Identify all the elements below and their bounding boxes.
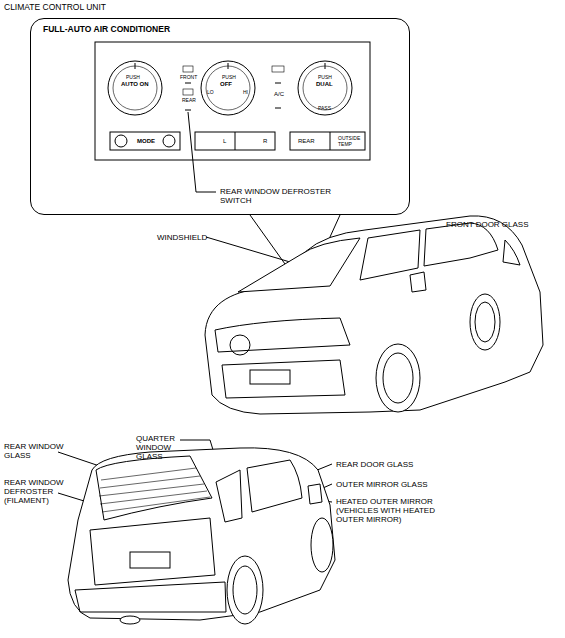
panel-marking: AUTO ON <box>121 81 149 88</box>
button <box>163 135 175 147</box>
panel-marking: PASS <box>318 105 331 111</box>
button <box>195 132 275 150</box>
defroster-filament <box>99 468 210 512</box>
panel-marking: HI <box>243 89 248 95</box>
dial-mark <box>325 63 326 69</box>
button <box>115 135 127 147</box>
part-label: FRONT DOOR GLASS <box>446 220 529 229</box>
indicator <box>275 108 281 109</box>
panel-marking: PUSH <box>222 74 236 80</box>
part-label: REAR WINDOW DEFROSTER SWITCH <box>220 187 332 205</box>
dial-mark <box>228 63 229 69</box>
control-panel <box>95 42 370 160</box>
dial <box>113 66 157 110</box>
part-label: QUARTER WINDOW GLASS <box>136 434 182 461</box>
windshield-glass <box>238 238 360 292</box>
rear-door-glass <box>424 223 498 266</box>
switch <box>272 66 284 72</box>
rear-vehicle <box>68 448 335 624</box>
panel-marking: OUTSIDE TEMP <box>338 135 364 147</box>
indicator <box>185 110 191 111</box>
part-label: REAR DOOR GLASS <box>336 460 413 469</box>
button <box>110 132 180 150</box>
quarter-window-glass <box>216 470 242 522</box>
dial <box>298 61 352 115</box>
outer-mirror <box>308 484 322 504</box>
outer-mirror <box>410 272 426 292</box>
panel-marking: REAR <box>298 138 315 145</box>
button <box>290 132 365 150</box>
button <box>330 132 331 150</box>
part-label: WINDSHIELD <box>157 233 207 242</box>
panel-marking: R <box>263 138 267 145</box>
part-label: HEATED OUTER MIRROR (VEHICLES WITH HEATE… <box>336 497 454 524</box>
dial <box>201 61 255 115</box>
front-vehicle <box>205 216 543 414</box>
panel-marking: REAR <box>182 97 196 103</box>
panel-marking: LO <box>207 89 214 95</box>
callout-box: FULL-AUTO AIR CONDITIONER <box>30 18 410 215</box>
indicator <box>185 83 191 84</box>
rear-door-glass <box>247 460 302 512</box>
leader-line <box>188 112 216 192</box>
box-heading: FULL-AUTO AIR CONDITIONER <box>43 24 397 34</box>
part-label: REAR WINDOW GLASS <box>4 442 64 460</box>
heading: CLIMATE CONTROL UNIT <box>4 3 106 12</box>
panel-marking: OFF <box>220 81 232 88</box>
switch <box>183 89 193 95</box>
dial-mark <box>135 63 136 69</box>
panel-marking: MODE <box>137 138 155 145</box>
dial <box>303 66 347 110</box>
part-label: REAR WINDOW DEFROSTER (FILAMENT) <box>4 478 64 505</box>
button <box>235 132 236 150</box>
panel-marking: L <box>223 138 226 145</box>
switch <box>183 66 193 72</box>
front-door-glass <box>360 230 420 280</box>
part-label: OUTER MIRROR GLASS <box>336 480 428 489</box>
panel-marking: PUSH <box>318 74 332 80</box>
rear-window-glass <box>96 456 212 520</box>
dial <box>108 61 162 115</box>
indicator <box>275 83 281 84</box>
leader-line <box>206 237 290 262</box>
panel-marking: FRONT <box>180 74 197 80</box>
panel-marking: A/C <box>274 91 284 98</box>
dial <box>206 66 250 110</box>
panel-marking: DUAL <box>316 81 333 88</box>
panel-marking: PUSH <box>126 74 140 80</box>
